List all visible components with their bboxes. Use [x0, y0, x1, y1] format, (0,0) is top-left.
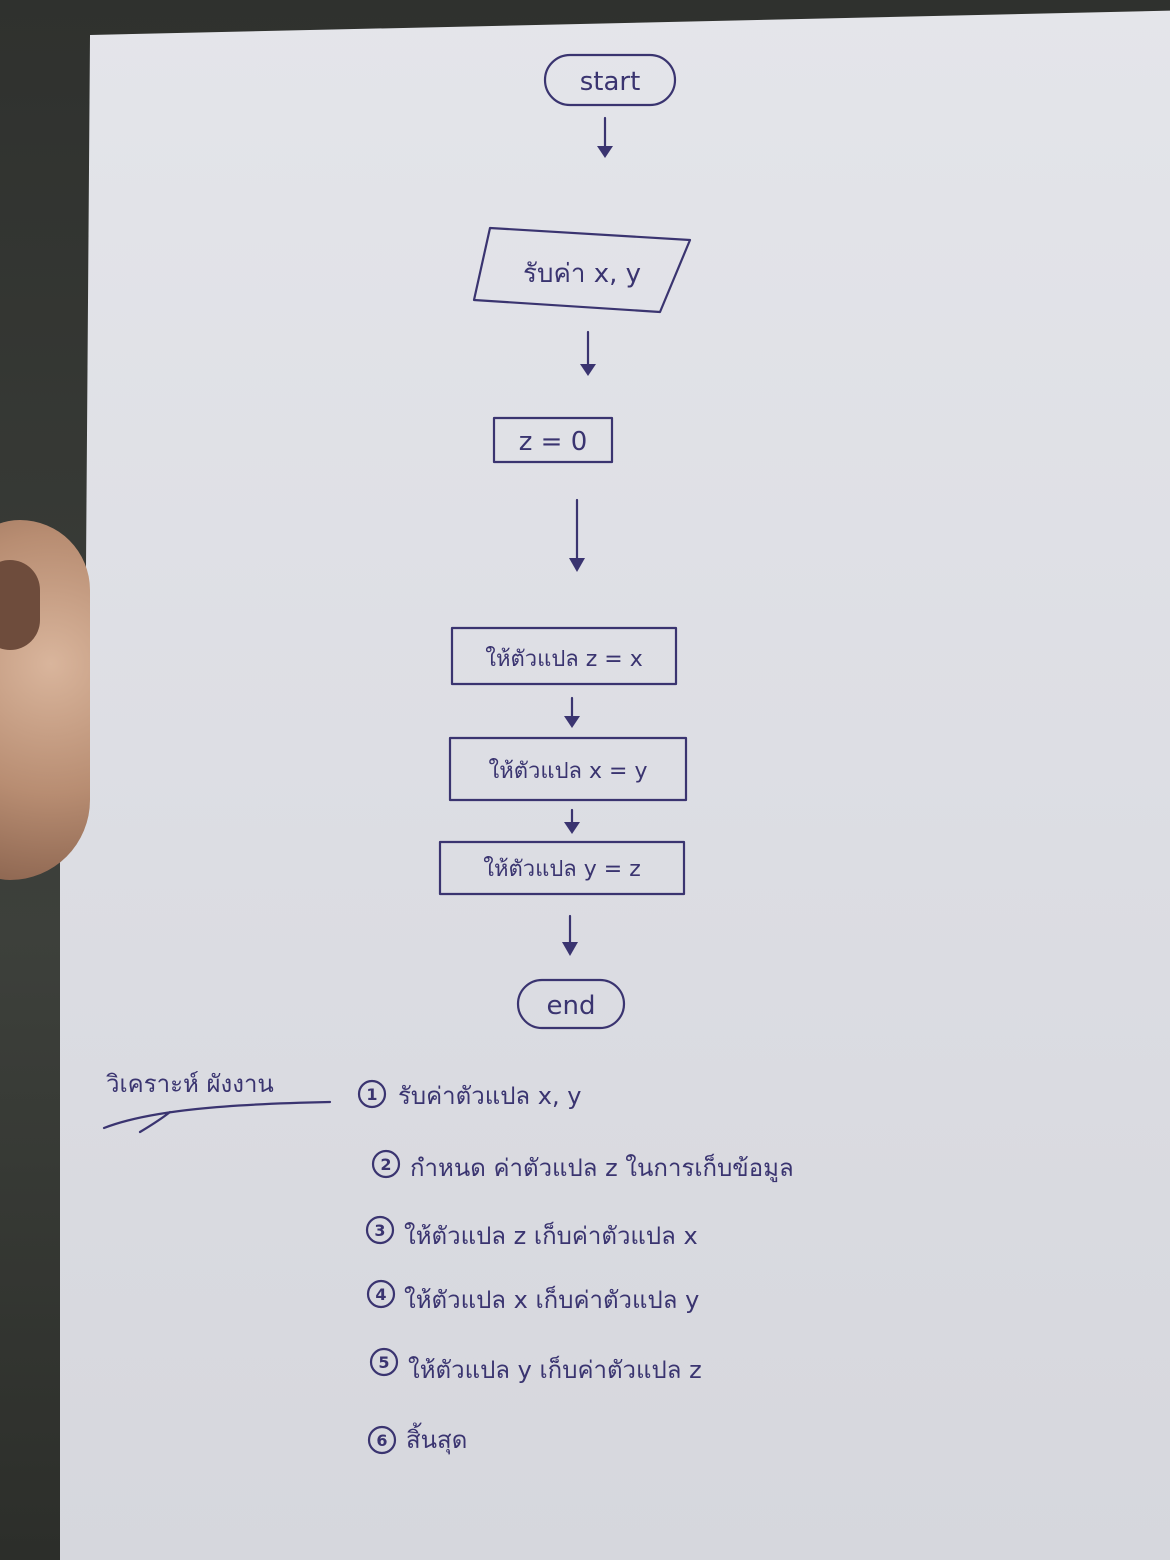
arrow-start-to-input: [597, 116, 613, 158]
step-2-text: กำหนด ค่าตัวแปล z ในการเก็บข้อมูล: [410, 1153, 794, 1183]
assign-y-label: ให้ตัวแปล y = z: [483, 856, 641, 882]
step-1-number: 1: [366, 1085, 377, 1104]
step-4-number: 4: [375, 1285, 386, 1304]
analysis-heading: วิเคราะห์ ผังงาน: [102, 1070, 332, 1134]
step-6: 6 สิ้นสุด: [367, 1422, 467, 1455]
assign-z-label: ให้ตัวแปล z = x: [485, 646, 643, 672]
assign-y-node: ให้ตัวแปล y = z: [438, 840, 686, 896]
init-label: z = 0: [519, 427, 588, 457]
input-label: รับค่า x, y: [523, 259, 641, 289]
arrow-assign-z-to-assign-x: [564, 696, 580, 728]
step-5-text: ให้ตัวแปล y เก็บค่าตัวแปล z: [408, 1355, 702, 1384]
step-6-text: สิ้นสุด: [406, 1422, 467, 1455]
thumbnail-shadow: [0, 560, 40, 650]
step-5-number: 5: [378, 1353, 389, 1372]
step-5: 5 ให้ตัวแปล y เก็บค่าตัวแปล z: [369, 1347, 702, 1384]
step-2-number: 2: [380, 1155, 391, 1174]
step-3-number: 3: [374, 1221, 385, 1240]
arrow-input-to-init: [580, 330, 596, 376]
step-1-text: รับค่าตัวแปล x, y: [398, 1082, 581, 1110]
assign-x-label: ให้ตัวแปล x = y: [489, 758, 648, 784]
start-node: start: [543, 53, 677, 107]
step-6-number: 6: [376, 1431, 387, 1450]
end-node: end: [516, 978, 626, 1030]
analysis-heading-label: วิเคราะห์ ผังงาน: [105, 1070, 273, 1098]
start-label: start: [580, 67, 641, 97]
end-label: end: [547, 991, 596, 1021]
arrow-init-to-assign-z: [569, 498, 585, 572]
step-4: 4 ให้ตัวแปล x เก็บค่าตัวแปล y: [366, 1279, 699, 1314]
step-3-text: ให้ตัวแปล z เก็บค่าตัวแปล x: [404, 1221, 698, 1250]
init-node: z = 0: [492, 416, 614, 464]
paper-sheet: [60, 10, 1170, 1560]
step-2: 2 กำหนด ค่าตัวแปล z ในการเก็บข้อมูล: [371, 1149, 794, 1183]
assign-x-node: ให้ตัวแปล x = y: [448, 736, 688, 802]
step-4-text: ให้ตัวแปล x เก็บค่าตัวแปล y: [404, 1285, 699, 1314]
input-node: รับค่า x, y: [472, 226, 692, 314]
step-1: 1 รับค่าตัวแปล x, y: [357, 1079, 581, 1110]
step-3: 3 ให้ตัวแปล z เก็บค่าตัวแปล x: [365, 1215, 698, 1250]
arrow-assign-x-to-assign-y: [564, 808, 580, 834]
analysis-steps: 1 รับค่าตัวแปล x, y 2 กำหนด ค่าตัวแปล z …: [357, 1079, 794, 1455]
assign-z-node: ให้ตัวแปล z = x: [450, 626, 678, 686]
arrow-assign-y-to-end: [562, 914, 578, 956]
